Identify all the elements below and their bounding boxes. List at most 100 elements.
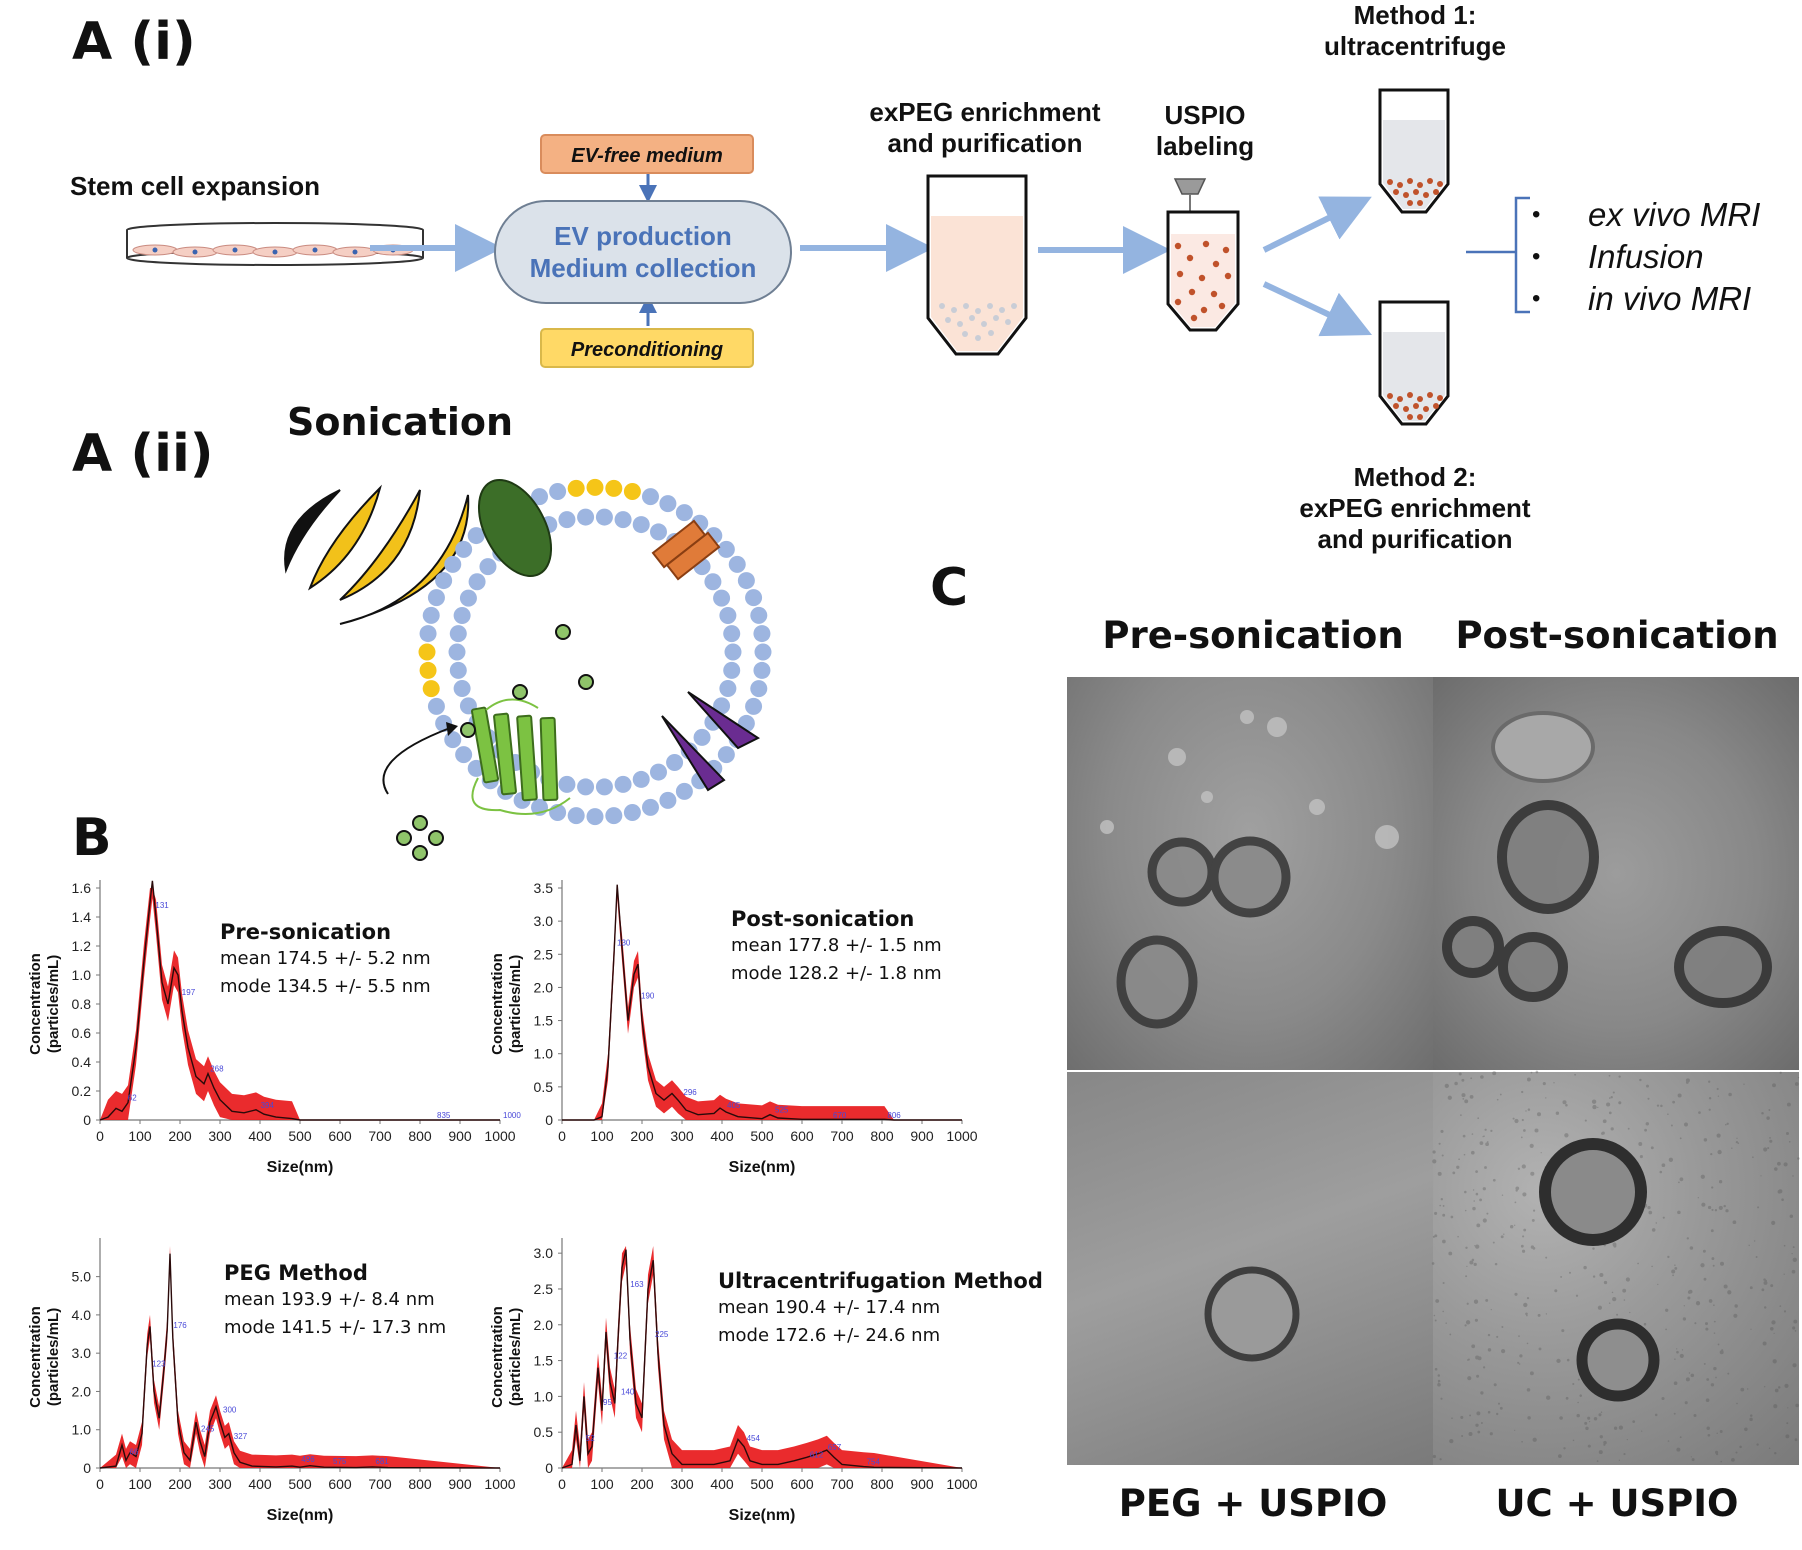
y-tick-label: 3.0	[534, 913, 554, 929]
x-axis-label: Size(nm)	[729, 1159, 796, 1176]
grain	[1791, 1252, 1793, 1255]
grain	[1771, 1320, 1776, 1325]
peak-label: 296	[683, 1088, 697, 1097]
grain	[1485, 1298, 1489, 1302]
peak-label: 176	[173, 1321, 187, 1330]
lipid-head	[418, 643, 436, 661]
grain	[1687, 1290, 1692, 1294]
grain	[1562, 1100, 1567, 1105]
grain	[1517, 1361, 1520, 1364]
grain	[1735, 1140, 1739, 1144]
x-tick-label: 700	[368, 1128, 392, 1144]
peak-label: 62	[128, 1094, 137, 1103]
grain	[1779, 1305, 1782, 1307]
grain	[1442, 1239, 1446, 1244]
grain	[1660, 1104, 1663, 1108]
grain	[1432, 1235, 1435, 1238]
grain	[1496, 1412, 1499, 1416]
grain	[1693, 1413, 1697, 1418]
grain	[1711, 1186, 1714, 1189]
grain	[1662, 1216, 1665, 1219]
grain	[1734, 1304, 1738, 1308]
grain	[1788, 1141, 1791, 1143]
grain	[1434, 1367, 1438, 1371]
grain	[1530, 1171, 1535, 1176]
tem-vesicles-post	[1442, 711, 1772, 1008]
arrow-up-branch-icon	[1262, 196, 1372, 253]
grain	[1783, 1162, 1788, 1167]
grain	[1763, 1147, 1768, 1152]
x-tick-label: 700	[368, 1476, 392, 1492]
grain	[1461, 1078, 1465, 1082]
lipid-head	[750, 680, 768, 698]
grain	[1444, 1083, 1449, 1089]
grain	[1784, 1383, 1789, 1388]
x-tick-label: 400	[710, 1476, 734, 1492]
grain	[1525, 1312, 1528, 1316]
grain	[1532, 1246, 1536, 1250]
grain	[1558, 1454, 1562, 1458]
lipid-head	[632, 516, 650, 534]
grain	[1484, 1128, 1487, 1131]
grain	[1464, 1209, 1467, 1212]
uspio-label-line2: labeling	[1155, 131, 1255, 161]
y-tick-label: 1.0	[72, 1422, 92, 1438]
y-axis-label: (particles/mL)	[45, 955, 62, 1053]
grain	[1706, 1378, 1710, 1381]
grain	[1431, 1262, 1435, 1265]
grain	[1545, 1097, 1547, 1099]
grain	[1679, 1137, 1682, 1140]
preconditioning-box: Preconditioning	[540, 328, 754, 368]
grain	[1701, 1202, 1706, 1207]
peak-label: 327	[234, 1432, 248, 1441]
grain	[1714, 1209, 1718, 1212]
lipid-head	[719, 607, 737, 625]
grain	[1719, 1430, 1723, 1433]
grain	[1457, 1235, 1459, 1238]
grain	[1797, 1157, 1800, 1160]
grain	[1609, 1097, 1611, 1099]
grain	[1492, 1241, 1495, 1244]
grain	[1477, 1117, 1480, 1120]
grain	[1698, 1111, 1701, 1114]
grain	[1442, 1213, 1446, 1217]
y-tick-label: 4.0	[72, 1307, 92, 1323]
grain	[1501, 1194, 1504, 1196]
grain	[1592, 1275, 1596, 1278]
method2-label-line1: Method 2:	[1353, 462, 1477, 492]
lipid-head	[623, 482, 641, 500]
grain	[1598, 1450, 1603, 1455]
grain	[1530, 1245, 1535, 1249]
peak-label: 122	[614, 1352, 628, 1361]
grain	[1774, 1388, 1779, 1393]
grain	[1618, 1459, 1621, 1461]
grain	[1703, 1277, 1707, 1281]
x-tick-label: 200	[168, 1476, 192, 1492]
grain	[1685, 1078, 1690, 1083]
grain	[1486, 1141, 1489, 1143]
grain	[1659, 1170, 1663, 1174]
chart-title: Pre-sonication	[220, 920, 392, 944]
grain	[1612, 1296, 1617, 1302]
x-tick-label: 500	[750, 1128, 774, 1144]
ev-schematic	[284, 478, 772, 861]
x-tick-label: 500	[750, 1476, 774, 1492]
grain	[1708, 1108, 1711, 1111]
grain	[1715, 1450, 1719, 1454]
grain	[1789, 1214, 1794, 1219]
tem-image-pre-sonication	[1067, 677, 1433, 1070]
y-axis-label: (particles/mL)	[507, 1308, 524, 1406]
y-tick-label: 1.0	[72, 967, 92, 983]
grain	[1705, 1322, 1708, 1326]
expeg-step-label: exPEG enrichment and purification	[840, 97, 1130, 159]
peak-label: 525	[775, 1106, 789, 1115]
grain	[1731, 1458, 1735, 1462]
grain	[1475, 1170, 1478, 1173]
lipid-head	[753, 661, 771, 679]
grain	[1765, 1279, 1767, 1282]
grain	[1458, 1072, 1462, 1076]
grain	[1667, 1255, 1670, 1259]
tem-image-post-sonication	[1433, 677, 1799, 1070]
grain	[1458, 1158, 1460, 1161]
grain	[1587, 1416, 1591, 1420]
